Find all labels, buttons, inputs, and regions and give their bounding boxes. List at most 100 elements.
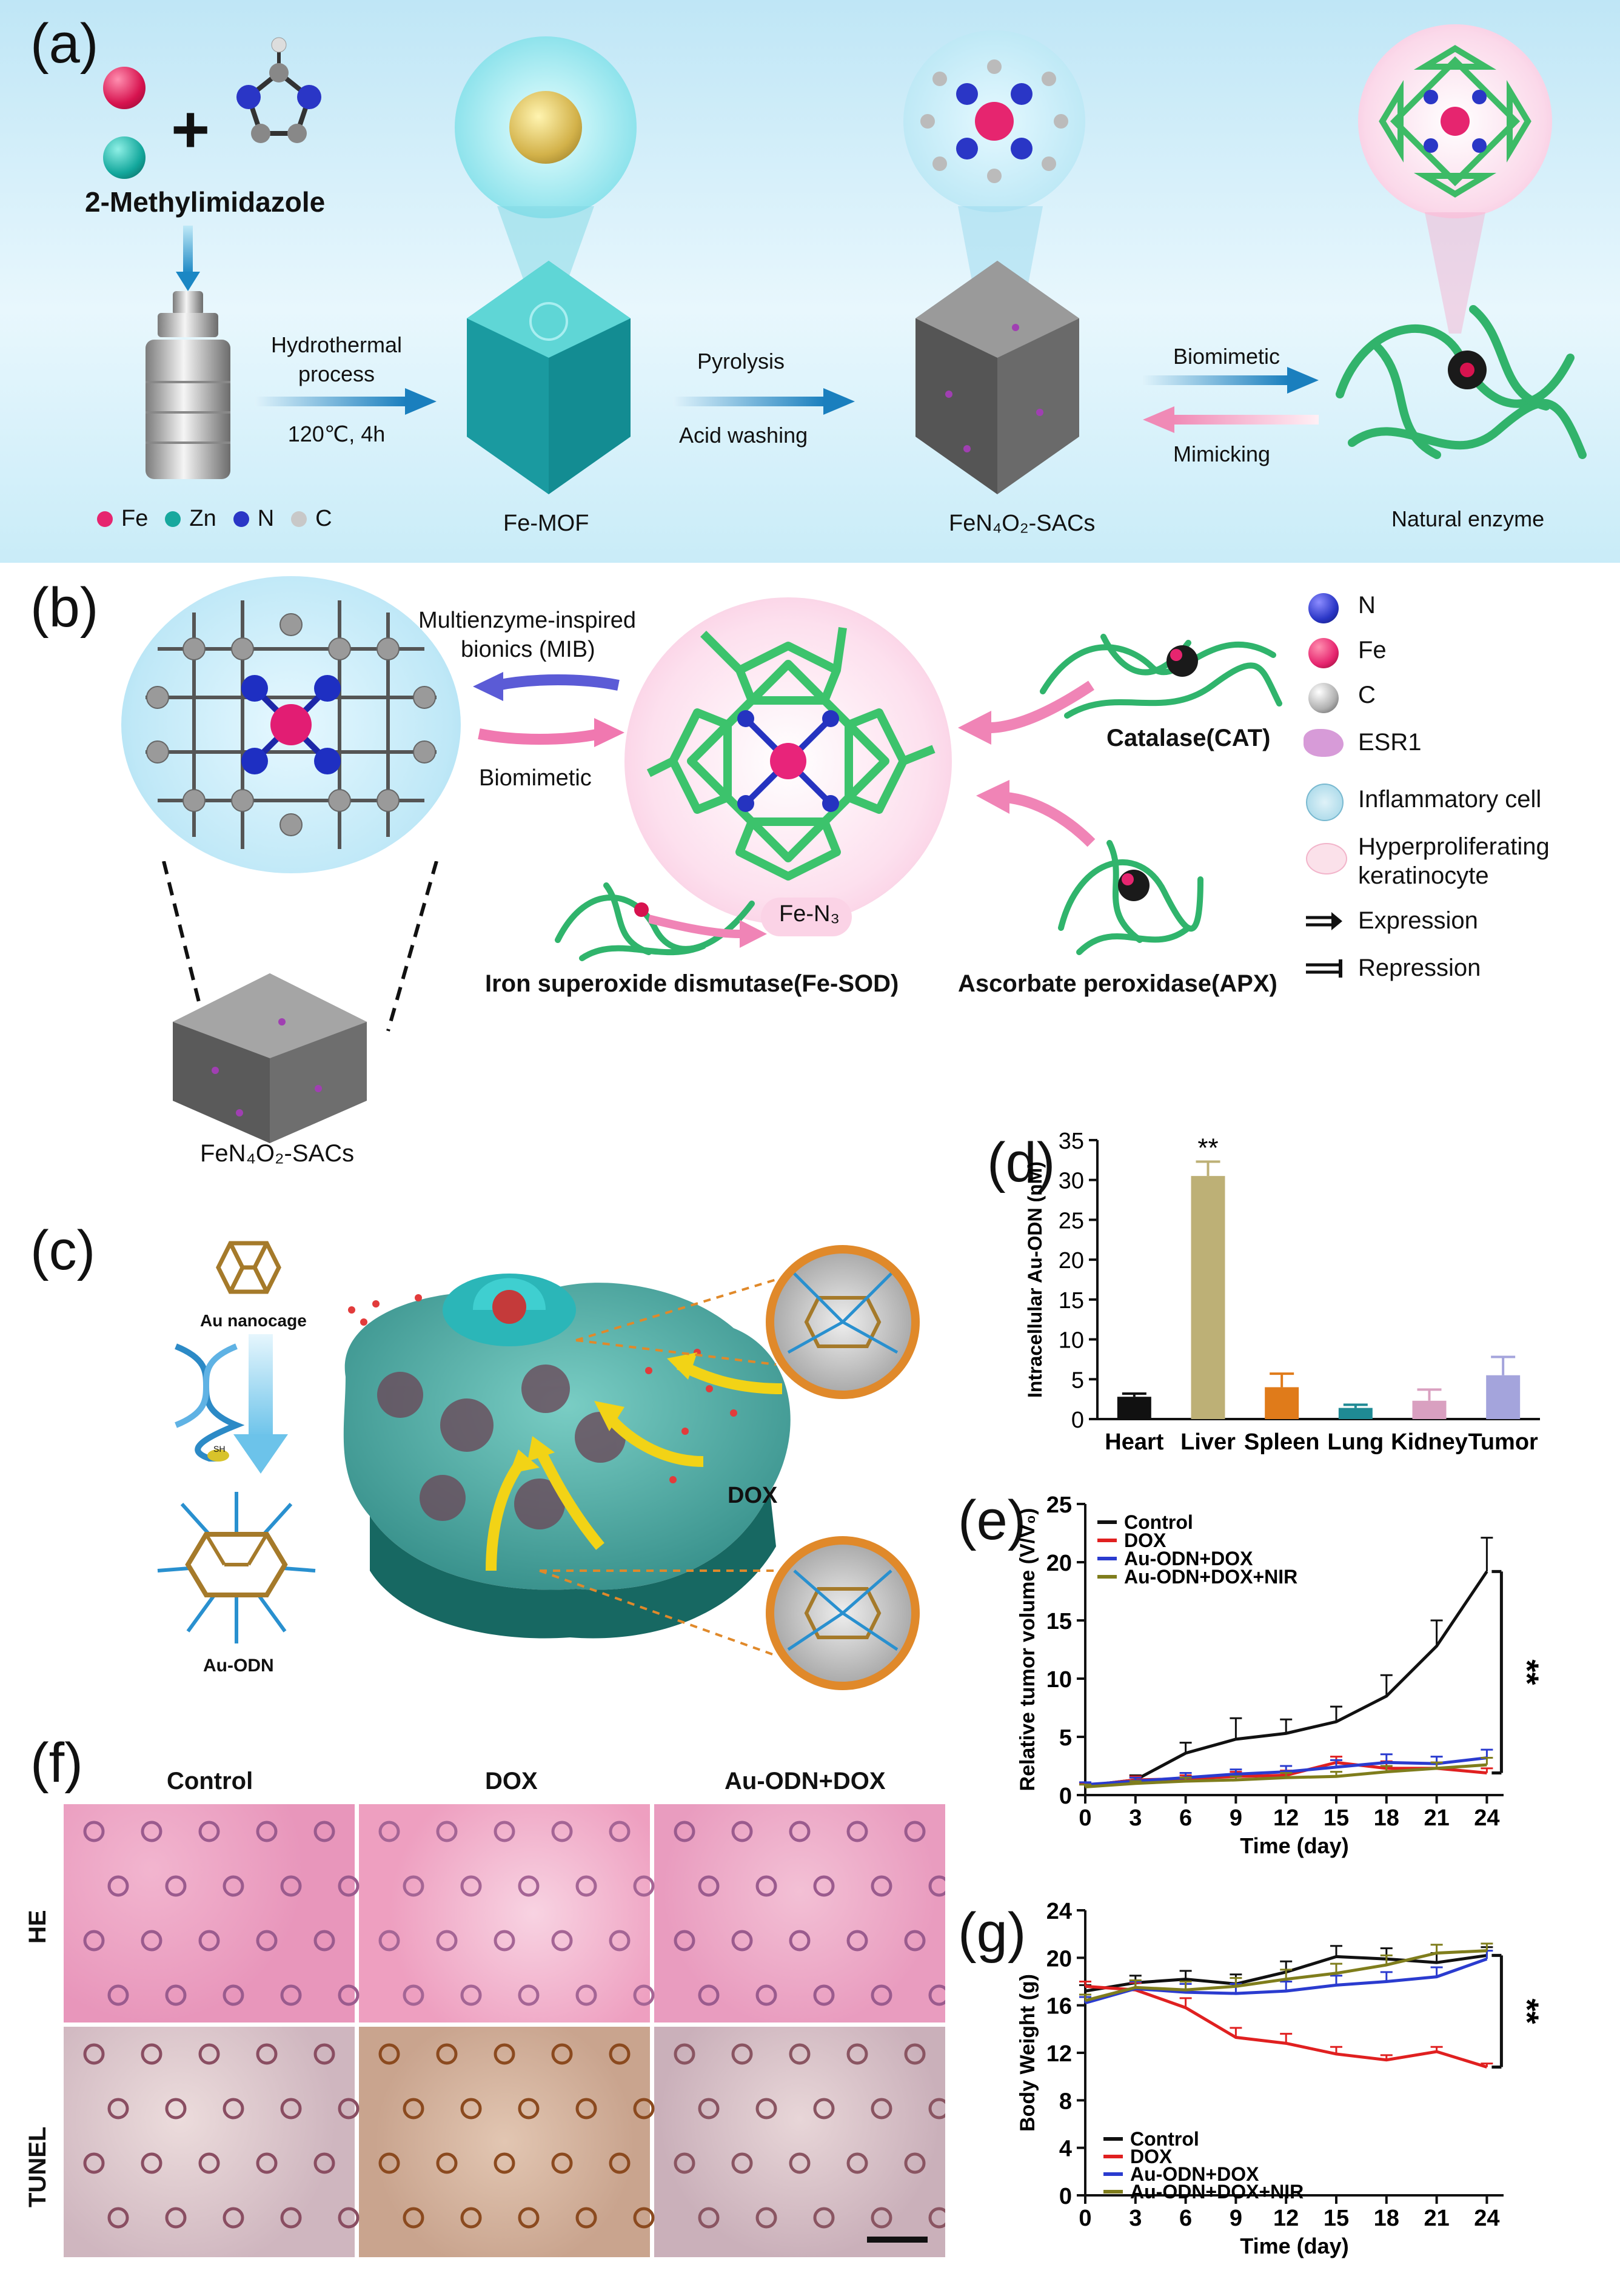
cell-nucleus [846, 2043, 868, 2065]
inflammatory-cell-icon [1306, 784, 1344, 821]
y-tick-label: 16 [1046, 1994, 1072, 2019]
autoclave-reactor-icon [146, 291, 230, 479]
legend-b-esr1: ESR1 [1358, 729, 1422, 756]
au-odn-label: Au-ODN [203, 1656, 274, 1676]
x-tick-label: 15 [1324, 1805, 1349, 1831]
cell-nucleus [223, 1984, 244, 2006]
cell-nucleus [698, 1875, 720, 1897]
natural-enzyme-ribbon [1336, 305, 1587, 459]
cell-nucleus [674, 1821, 695, 1842]
series-line-1 [1085, 1984, 1488, 2069]
y-tick-label: 8 [1059, 2089, 1072, 2114]
c-legend-icon [291, 511, 307, 527]
fe-n3-badge [761, 898, 852, 936]
cell-nucleus [338, 2098, 360, 2120]
legend-b-expression: Expression [1358, 907, 1478, 934]
cell-nucleus [698, 1984, 720, 2006]
x-tick-label: 12 [1273, 1805, 1299, 1831]
dox-label: DOX [728, 1483, 778, 1508]
significance-mark: ** [1508, 1998, 1545, 2024]
cell-nucleus [436, 2152, 458, 2174]
x-tick-label: 9 [1230, 2206, 1242, 2231]
keratinocyte-icon [1306, 843, 1347, 874]
legend-b-inflammatory: Inflammatory cell [1358, 786, 1542, 813]
x-tick-label: Heart [1105, 1429, 1163, 1455]
legend-b-hyper: Hyperproliferating [1358, 833, 1550, 860]
cell-nucleus [436, 1930, 458, 1952]
y-tick-label: 5 [1071, 1368, 1084, 1393]
legend-b-fe: Fe [1358, 637, 1387, 663]
x-tick-label: 3 [1129, 1805, 1142, 1831]
cell-nucleus [165, 1875, 187, 1897]
cell-nucleus [494, 2152, 515, 2174]
series-line-0 [1085, 1570, 1488, 1788]
cell-nucleus [223, 2098, 244, 2120]
cell-nucleus [256, 2043, 278, 2065]
tunel-dox-image [359, 2027, 650, 2257]
y-tick-label: 0 [1059, 1784, 1072, 1809]
porphyrin-structure-large [646, 627, 936, 881]
bar-kidney [1412, 1400, 1447, 1419]
cell-nucleus [403, 2098, 424, 2120]
process-arrow-icon [255, 388, 437, 415]
cell-nucleus [198, 2152, 220, 2174]
panel-g-label: (g) [958, 1902, 1026, 1964]
cell-nucleus [904, 2152, 926, 2174]
x-tick-label: 21 [1424, 1805, 1449, 1831]
apx-ribbon [1058, 840, 1203, 955]
sac-label: FeN₄O₂-SACs [949, 511, 1096, 536]
biomimetic-arrow-b-icon [478, 718, 624, 747]
cell-nucleus [141, 1930, 162, 1952]
graphene-lattice-large [146, 600, 437, 849]
series-line-2 [1085, 1756, 1487, 1787]
cell-nucleus [731, 1930, 753, 1952]
cell-nucleus [871, 2098, 892, 2120]
zoom-dashed-lines [162, 861, 438, 1032]
mof-zoom-cone [497, 206, 594, 291]
legend-b-repression: Repression [1358, 955, 1481, 981]
panel-e-label: (e) [958, 1489, 1026, 1551]
histology-row-he: HE [24, 1910, 51, 1944]
cell-nucleus [378, 2043, 400, 2065]
legend-b-c: C [1358, 682, 1376, 708]
cell-nucleus [789, 1821, 811, 1842]
cell-nucleus [871, 1984, 892, 2006]
bar-heart [1117, 1397, 1151, 1419]
enzyme-zoom-cone [1425, 212, 1485, 334]
biomimetic-label-b: Biomimetic [479, 765, 592, 791]
cell-nucleus [871, 2207, 892, 2229]
mib-label-line2: bionics (MIB) [461, 637, 595, 662]
cell-nucleus [403, 1875, 424, 1897]
cell-nucleus [789, 1930, 811, 1952]
x-tick-label: 24 [1474, 2206, 1499, 2231]
fe-mof-crystal [467, 261, 631, 494]
cell-nucleus [904, 1821, 926, 1842]
cell-nucleus [256, 1930, 278, 1952]
cell-nucleus [107, 2207, 129, 2229]
cell-nucleus [928, 2207, 945, 2229]
y-tick-label: 15 [1046, 1609, 1072, 1634]
condition-label: 120℃, 4h [287, 421, 386, 446]
cell-nucleus [83, 1821, 105, 1842]
sac-label-b: FeN₄O₂-SACs [200, 1140, 355, 1167]
mimicking-arrow-icon [1143, 406, 1319, 433]
cell-nucleus [928, 1875, 945, 1897]
cell-nucleus [551, 2152, 573, 2174]
cell-nucleus [165, 2207, 187, 2229]
panel-b-label: (b) [30, 577, 99, 639]
cell-nucleus [378, 1930, 400, 1952]
legend-label: Au-ODN+DOX+NIR [1124, 1566, 1297, 1588]
legend-b-n: N [1358, 592, 1376, 619]
graphene-lattice-small [920, 59, 1068, 183]
cell-nucleus [280, 2207, 302, 2229]
cell-nucleus [378, 1821, 400, 1842]
catalase-ribbon [1040, 634, 1282, 719]
cell-nucleus [789, 2152, 811, 2174]
histology-row-tunel: TUNEL [24, 2126, 51, 2207]
cell-nucleus [633, 1984, 655, 2006]
x-tick-label: 24 [1474, 1805, 1499, 1831]
cell-nucleus [460, 2207, 482, 2229]
cell-nucleus [83, 1930, 105, 1952]
x-tick-label: 21 [1424, 2206, 1449, 2231]
n-atom-icon [1308, 593, 1339, 623]
